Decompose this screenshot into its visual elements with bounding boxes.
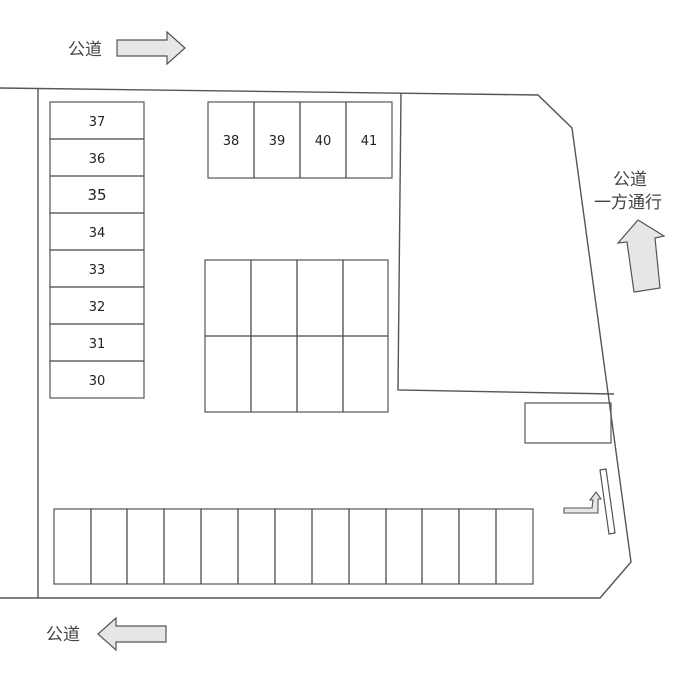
bottom-row-spaces — [53, 508, 534, 585]
parking-space-unnumbered — [237, 508, 276, 585]
parking-space-unnumbered — [342, 259, 389, 337]
road-right-oneway-label: 一方通行 — [594, 193, 662, 213]
turn-arrow-icon — [563, 491, 603, 514]
space-label-33: 33 — [89, 263, 106, 278]
space-label-30: 30 — [89, 374, 106, 389]
road-bottom-arrow-left-icon — [97, 616, 167, 652]
building-outline — [397, 92, 615, 395]
parking-space-unnumbered — [53, 508, 92, 585]
parking-space-unnumbered — [200, 508, 239, 585]
parking-space-41 — [345, 101, 393, 179]
road-top-label: 公道 — [68, 40, 102, 60]
space-label-34: 34 — [89, 226, 106, 241]
top-row-spaces: 38 39 40 41 — [207, 101, 393, 179]
parking-space-unnumbered — [458, 508, 497, 585]
parking-space-unnumbered — [296, 335, 344, 413]
road-right-arrow-up-icon — [616, 219, 666, 293]
parking-space-unnumbered — [311, 508, 350, 585]
space-label-41: 41 — [361, 134, 378, 149]
space-label-35: 35 — [87, 186, 106, 204]
space-label-39: 39 — [269, 134, 286, 149]
parking-space-unnumbered — [250, 259, 298, 337]
center-block-spaces — [204, 259, 389, 413]
parking-space-unnumbered — [204, 259, 252, 337]
parking-space-unnumbered — [250, 335, 298, 413]
space-label-32: 32 — [89, 300, 106, 315]
parking-space-unnumbered — [274, 508, 313, 585]
space-label-36: 36 — [89, 152, 106, 167]
parking-space-unnumbered — [342, 335, 389, 413]
space-label-37: 37 — [89, 115, 106, 130]
space-label-38: 38 — [223, 134, 240, 149]
parking-space-unnumbered — [204, 335, 252, 413]
parking-space-unnumbered — [495, 508, 534, 585]
road-bottom-label: 公道 — [46, 625, 80, 645]
parking-space-unnumbered — [421, 508, 460, 585]
parking-space-unnumbered — [163, 508, 202, 585]
left-column-spaces: 37 36 35 34 33 32 31 30 — [49, 101, 145, 399]
road-top-arrow-right-icon — [116, 30, 186, 66]
parking-space-unnumbered — [385, 508, 423, 585]
right-structure-box — [524, 402, 612, 444]
space-label-31: 31 — [89, 337, 106, 352]
parking-space-unnumbered — [296, 259, 344, 337]
parking-space-unnumbered — [126, 508, 165, 585]
parking-space-unnumbered — [90, 508, 128, 585]
parking-space-unnumbered — [348, 508, 387, 585]
space-label-40: 40 — [315, 134, 332, 149]
lot-boundary — [0, 87, 632, 599]
parking-space-30 — [49, 360, 145, 399]
road-right-label: 公道 — [613, 170, 647, 190]
right-narrow-bar — [599, 468, 616, 535]
